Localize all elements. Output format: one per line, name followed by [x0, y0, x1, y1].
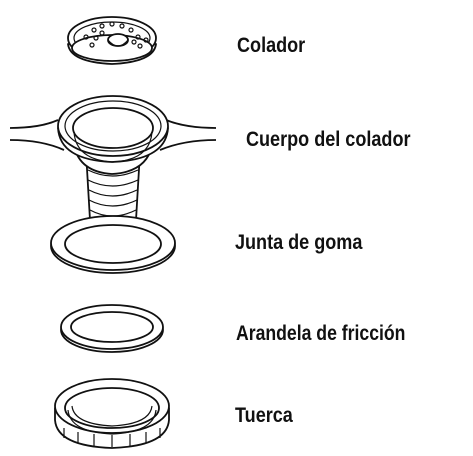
label-rubber-gasket: Junta de goma — [235, 231, 363, 255]
strainer-drawing — [67, 16, 157, 65]
strainer-body-drawing — [9, 95, 217, 227]
nut-drawing — [54, 378, 170, 449]
friction-washer-drawing — [60, 304, 164, 353]
label-strainer: Colador — [237, 34, 306, 58]
rubber-gasket-drawing — [50, 215, 176, 274]
label-nut: Tuerca — [235, 404, 294, 428]
label-friction-washer: Arandela de fricción — [236, 322, 405, 346]
label-strainer-body: Cuerpo del colador — [246, 128, 411, 152]
